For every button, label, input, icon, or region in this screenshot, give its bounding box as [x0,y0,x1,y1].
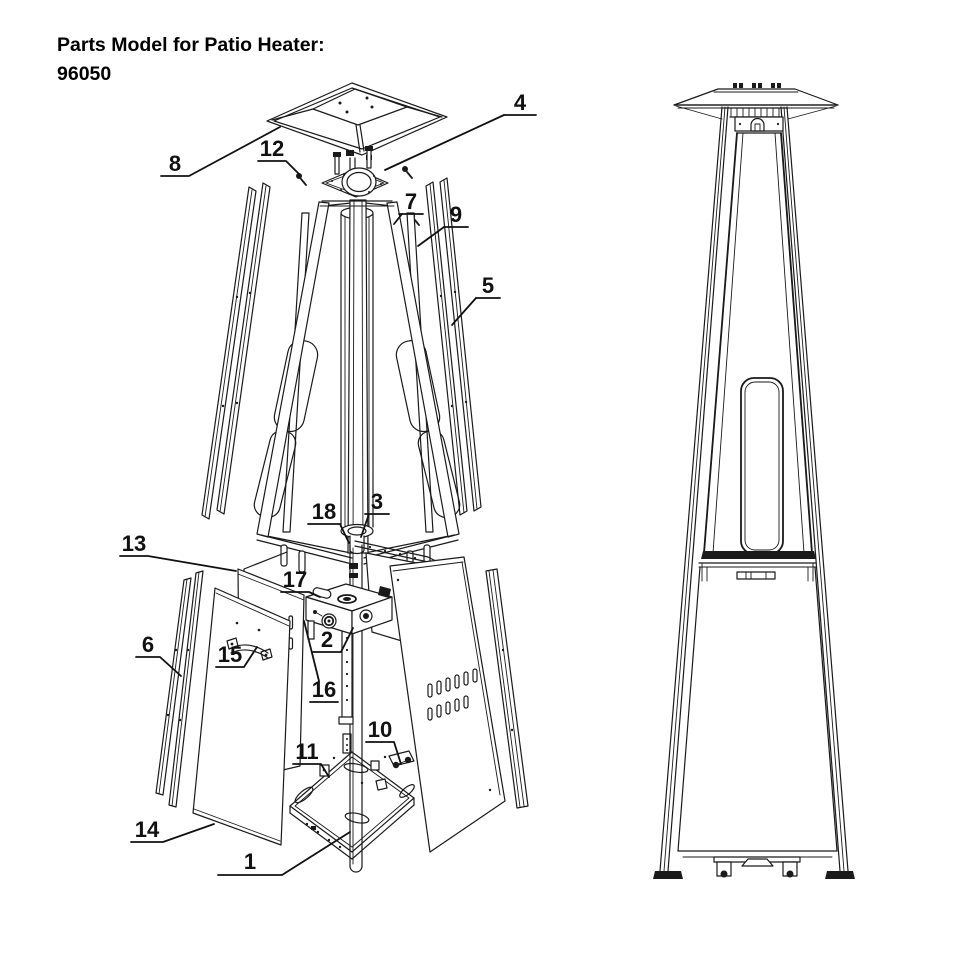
page-title: Parts Model for Patio Heater: 96050 [57,31,325,89]
emitter-mesh [243,199,466,601]
burner-collar-assembly [296,146,420,226]
part-label-8: 8 [160,126,281,177]
exploded-parts-view [155,82,529,873]
igniter-button [359,609,373,623]
model-number: 96050 [57,63,112,85]
assembled-top-burner [722,107,788,132]
part-label-1: 1 [217,831,351,876]
svg-text:15: 15 [218,642,242,667]
door-handle [226,637,273,661]
assembled-mesh [701,132,816,559]
part-label-4: 4 [384,90,537,171]
base-plate [289,733,415,860]
part-label-13: 13 [119,531,237,572]
svg-text:3: 3 [371,489,383,514]
assembled-wheel-kit [682,856,833,878]
svg-text:6: 6 [142,632,154,657]
svg-text:4: 4 [514,90,527,115]
svg-text:8: 8 [169,151,181,176]
svg-text:5: 5 [482,273,494,298]
part-label-6: 6 [135,632,182,677]
part-label-2: 2 [312,627,354,653]
part-label-9: 9 [417,202,469,247]
svg-text:10: 10 [368,717,392,742]
part-label-15: 15 [215,642,258,668]
control-box [305,583,393,640]
base-handle [736,571,776,580]
svg-text:2: 2 [321,627,333,652]
svg-text:11: 11 [295,739,318,764]
front-left-panel [192,587,291,846]
svg-text:9: 9 [450,202,462,227]
base-assembly [155,544,529,873]
assembled-base [677,562,838,878]
part-label-16: 16 [303,620,339,703]
svg-text:1: 1 [244,849,256,874]
assembled-heater-view [653,83,855,879]
svg-text:16: 16 [312,677,336,702]
part-label-5: 5 [451,273,501,326]
part-label-17: 17 [280,567,321,598]
screw-icon [296,173,307,186]
assembled-glass-tube [740,377,784,555]
svg-text:13: 13 [122,531,146,556]
control-knob [321,613,337,629]
screw-icon [402,166,413,179]
svg-text:14: 14 [135,817,160,842]
wheel-kit [388,750,415,769]
svg-text:18: 18 [312,499,336,524]
svg-text:7: 7 [405,189,417,214]
part-label-14: 14 [130,817,215,843]
title-line1: Parts Model for Patio Heater: [57,34,325,56]
svg-text:12: 12 [260,136,284,161]
part-label-12: 12 [257,136,301,176]
part-label-11: 11 [292,739,330,778]
assembled-roof [673,83,839,120]
svg-text:17: 17 [283,567,307,592]
assembled-legs [653,106,855,879]
part-label-10: 10 [365,717,402,765]
part-label-3: 3 [360,489,390,538]
part-label-7: 7 [393,189,424,225]
part-label-18: 18 [307,499,350,544]
front-right-panel [389,556,506,853]
upper-corner-rails [201,177,482,520]
lower-corner-rails [155,568,529,809]
roof-reflector [266,82,448,171]
